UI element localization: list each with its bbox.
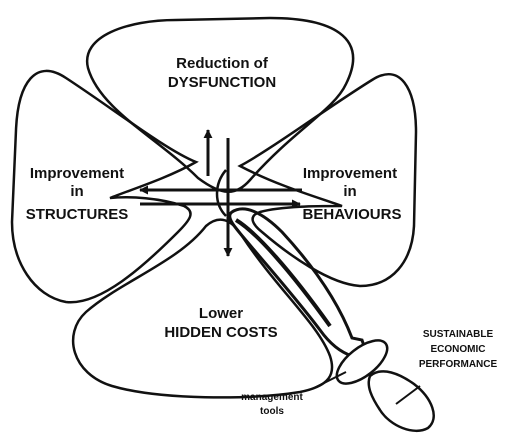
central-curve <box>215 169 227 217</box>
tools-label-line2: tools <box>260 406 284 417</box>
petal-top-outline <box>85 16 355 193</box>
petal-left-outline <box>10 69 199 304</box>
outcome-label-line1: SUSTAINABLE <box>423 329 494 340</box>
outcome-label-line3: PERFORMANCE <box>419 359 498 370</box>
petal-right-outline <box>237 73 418 288</box>
top-label-line1: Reduction of <box>176 55 269 72</box>
stem-outline <box>228 207 368 358</box>
tools-label-line1: management <box>241 392 303 403</box>
bottom-label-line2: HIDDEN COSTS <box>164 324 277 341</box>
left-label-line1: Improvement <box>30 165 124 182</box>
management-tools-ring <box>335 339 389 385</box>
left-label-line3: STRUCTURES <box>26 206 129 223</box>
petal-bottom-outline <box>71 218 334 399</box>
outcome-label-line2: ECONOMIC <box>431 344 486 355</box>
right-label-line1: Improvement <box>303 165 397 182</box>
tools-pointer-line <box>313 371 347 389</box>
stem-inner-band <box>234 218 332 328</box>
outcome-pointer-line <box>395 385 421 405</box>
bottom-label-line1: Lower <box>199 305 243 322</box>
right-label-line2: in <box>343 183 356 200</box>
top-label-line2: DYSFUNCTION <box>168 74 276 91</box>
left-label-line2: in <box>70 183 83 200</box>
right-label-line3: BEHAVIOURS <box>303 206 402 223</box>
